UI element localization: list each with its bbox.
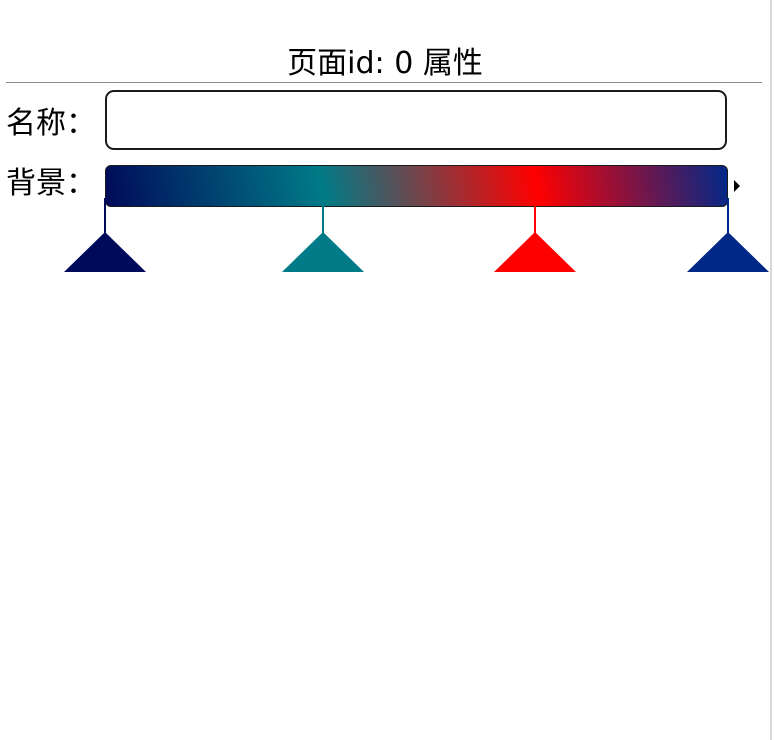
gradient-stop-stem <box>533 198 536 234</box>
page-title: 页面id: 0 属性 <box>287 46 483 81</box>
gradient-stop-handle[interactable] <box>687 198 769 272</box>
gradient-stop-handle[interactable] <box>64 198 146 272</box>
background-label: 背景： <box>6 166 96 201</box>
triangle-up-icon <box>687 232 769 272</box>
background-gradient-preview[interactable] <box>105 165 728 207</box>
triangle-up-icon <box>64 232 146 272</box>
gradient-stop-stem <box>727 198 729 234</box>
title-divider <box>6 82 762 83</box>
gradient-stop-handle[interactable] <box>493 198 576 272</box>
name-input[interactable] <box>105 90 727 150</box>
gradient-stop-stem <box>104 198 106 234</box>
triangle-up-icon <box>282 232 365 272</box>
caret-right-icon[interactable] <box>734 180 740 192</box>
panel-right-border <box>770 0 772 740</box>
name-label: 名称： <box>6 106 96 141</box>
gradient-stop-stem <box>322 198 325 234</box>
gradient-stop-handle[interactable] <box>282 198 365 272</box>
triangle-up-icon <box>493 232 576 272</box>
